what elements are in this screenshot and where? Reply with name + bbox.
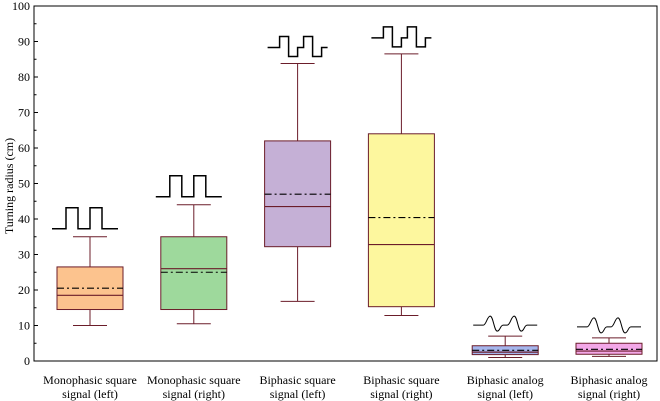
monophasic-square-wave-icon	[52, 207, 118, 230]
x-category-label-line2: signal (left)	[270, 387, 326, 401]
wave-path	[577, 317, 641, 334]
x-category-label-line1: Biphasic analog	[571, 373, 648, 387]
y-tick-label: 40	[18, 212, 30, 226]
monophasic-square-wave-icon	[155, 175, 222, 198]
x-category-label-line1: Monophasic square	[43, 373, 137, 387]
biphasic-square-wave-icon	[267, 35, 328, 58]
x-category-label-line2: signal (right)	[370, 387, 432, 401]
x-category-label-line1: Biphasic square	[363, 373, 439, 387]
iqr-box	[367, 133, 435, 308]
plot-border	[33, 5, 658, 362]
y-tick-label: 60	[18, 141, 30, 155]
x-category-label-line2: signal (right)	[163, 387, 225, 401]
wave-path	[52, 207, 118, 230]
y-tick-label: 100	[12, 0, 30, 13]
y-tick-label: 0	[24, 354, 30, 368]
x-category-label-line2: signal (left)	[62, 387, 118, 401]
y-tick-label: 90	[18, 35, 30, 49]
plot-frame	[33, 5, 658, 362]
wave-path	[267, 35, 328, 58]
y-tick-label: 10	[18, 319, 30, 333]
biphasic-analog-wave-icon	[577, 317, 641, 334]
wave-path	[473, 315, 538, 332]
x-category-label-line1: Biphasic analog	[467, 373, 544, 387]
box-1	[56, 236, 124, 326]
x-category-label-line1: Monophasic square	[147, 373, 241, 387]
y-tick-label: 80	[18, 70, 30, 84]
waveform-icons-layer	[52, 26, 641, 334]
biphasic-analog-wave-icon	[473, 315, 538, 332]
y-axis-title: Turning radius (cm)	[2, 138, 16, 234]
y-tick-label: 50	[18, 177, 30, 191]
box-3	[264, 63, 332, 302]
wave-path	[155, 175, 222, 198]
y-axis: 0 10 20 30 40 50 60 70 80 90 100	[12, 0, 38, 368]
box-6	[575, 337, 643, 357]
box-5	[471, 335, 539, 358]
y-tick-label: 70	[18, 106, 30, 120]
box-2	[160, 204, 228, 325]
y-tick-label: 20	[18, 283, 30, 297]
box-4	[367, 53, 435, 317]
boxes-layer	[56, 53, 643, 358]
x-category-label-line1: Biphasic square	[259, 373, 335, 387]
x-category-label-line2: signal (left)	[477, 387, 533, 401]
wave-path	[371, 26, 432, 48]
iqr-box	[160, 236, 228, 311]
y-tick-label: 30	[18, 248, 30, 262]
x-category-label-line2: signal (right)	[578, 387, 640, 401]
biphasic-square-wave-icon	[371, 26, 432, 48]
